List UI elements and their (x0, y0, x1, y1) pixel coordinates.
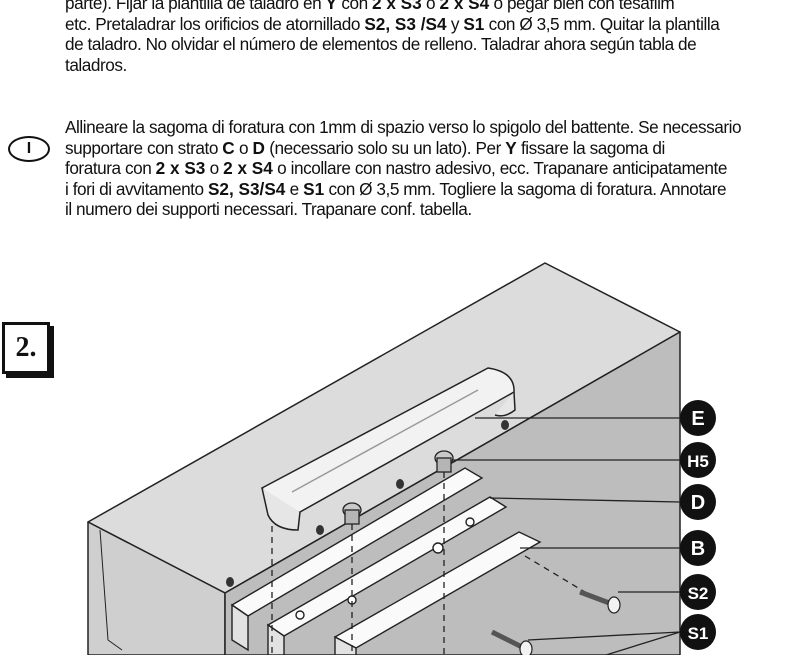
callout-D: D (680, 484, 716, 520)
svg-text:E: E (691, 408, 704, 430)
es-line-1: parte). Fijar la plantilla de taladro en… (65, 0, 675, 13)
screw-S1 (490, 629, 533, 655)
svg-text:S1: S1 (688, 624, 709, 643)
alignment-dashes (271, 472, 591, 655)
it-line-2: supportare con strato C o D (necessario … (65, 137, 665, 158)
svg-text:S2: S2 (688, 584, 709, 603)
it-line-1: Allineare la sagoma di foratura con 1mm … (65, 117, 742, 137)
callout-S2: S2 (680, 574, 716, 610)
svg-text:D: D (691, 492, 705, 514)
spacer-plates (230, 467, 542, 655)
svg-text:H5: H5 (687, 452, 709, 471)
es-line-3: de taladro. No olvidar el número de elem… (65, 34, 697, 55)
callout-badges: E H5 D B S2 S1 (680, 400, 716, 650)
italian-language-badge: I (8, 136, 50, 162)
callout-H5: H5 (680, 442, 716, 478)
es-line-4: taladros. (65, 54, 127, 75)
callout-S1: S1 (680, 614, 716, 650)
dowel-H5 (342, 450, 454, 525)
it-line-4: i fori di avvitamento S2, S3/S4 e S1 con… (65, 178, 727, 199)
it-line-5: il numero dei supporti necessari. Trapan… (65, 199, 472, 220)
assembly-illustration: E H5 D B S2 S1 (87, 262, 716, 655)
callout-E: E (680, 400, 716, 436)
beam-holes (226, 420, 509, 587)
screw-S2 (579, 589, 621, 614)
italian-instructions: Allineare la sagoma di foratura con 1mm … (65, 117, 787, 220)
spanish-instructions: parte). Fijar la plantilla de taladro en… (65, 0, 787, 75)
leader-lines (452, 417, 681, 655)
es-line-2: etc. Pretaladrar los orificios de atorni… (65, 13, 720, 34)
svg-text:B: B (691, 538, 705, 560)
step-number: 2. (2, 322, 50, 374)
cover-part-E (260, 367, 516, 531)
it-line-3: foratura con 2 x S3 o 2 x S4 o incollare… (65, 158, 727, 179)
callout-B: B (680, 530, 716, 566)
